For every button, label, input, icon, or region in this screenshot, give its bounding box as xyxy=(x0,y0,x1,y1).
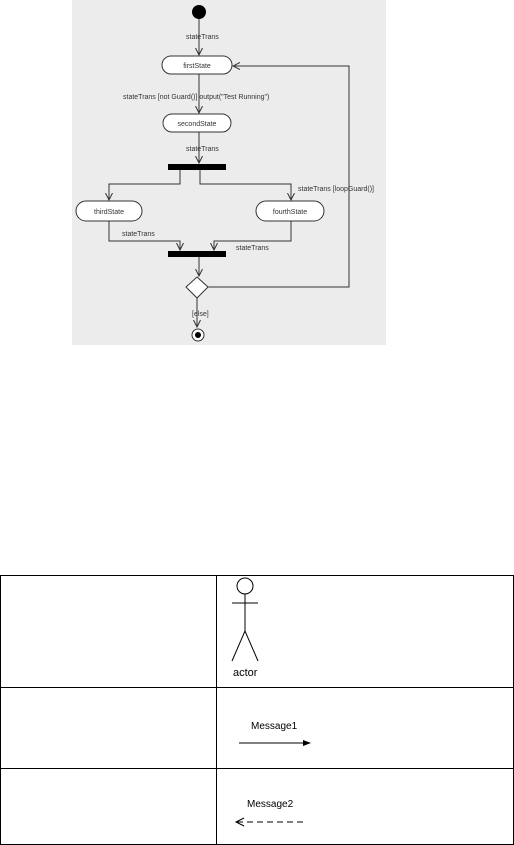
state-second-label: secondState xyxy=(178,121,217,128)
actor-icon xyxy=(231,577,259,662)
legend-cell-empty-1 xyxy=(0,575,217,688)
message2-label: Message2 xyxy=(247,799,294,810)
state-second[interactable] xyxy=(162,113,232,133)
edge-fork-third xyxy=(109,170,181,200)
activity-diagram-panel: stateTrans firstState stateTrans [not Gu… xyxy=(72,0,386,345)
edge-decision-loop-first xyxy=(208,66,350,288)
label-fourth-join: stateTrans xyxy=(236,245,269,252)
label-second-fork: stateTrans xyxy=(186,146,219,153)
final-node-inner xyxy=(195,332,201,338)
legend-row-message2: Message2 xyxy=(0,768,514,845)
solid-arrow-icon xyxy=(239,740,311,746)
legend-row-message1: Message1 xyxy=(0,687,514,769)
label-fork-fourth: stateTrans [loopGuard()] xyxy=(298,186,374,193)
label-third-join: stateTrans xyxy=(122,231,155,238)
message1-label: Message1 xyxy=(251,721,298,732)
edge-fourth-join xyxy=(214,221,292,250)
join-bar xyxy=(168,251,226,257)
legend-cell-message1: Message1 xyxy=(216,687,514,769)
edge-fork-fourth xyxy=(199,170,291,200)
state-fourth-label: fourthState xyxy=(273,209,307,216)
activity-diagram: stateTrans firstState stateTrans [not Gu… xyxy=(75,5,374,342)
legend-cell-actor: actor xyxy=(216,575,514,688)
label-decision-final: [else] xyxy=(192,311,209,318)
legend-cell-message2: Message2 xyxy=(216,768,514,845)
legend-cell-empty-2 xyxy=(0,687,217,769)
dashed-arrow-icon xyxy=(234,817,307,827)
label-first-second: stateTrans [not Guard()] output("Test Ru… xyxy=(123,94,269,101)
initial-node xyxy=(192,5,206,19)
decision-node xyxy=(185,276,209,299)
label-initial-trans: stateTrans xyxy=(186,34,219,41)
fork-bar xyxy=(168,164,226,170)
state-third-label: thirdState xyxy=(94,209,124,216)
state-fourth[interactable] xyxy=(255,200,325,222)
legend-table: actor Message1 Message2 xyxy=(0,575,514,845)
legend-row-actor: actor xyxy=(0,575,514,688)
edge-third-join xyxy=(108,221,180,250)
actor-label: actor xyxy=(233,667,258,679)
legend-cell-empty-3 xyxy=(0,768,217,845)
state-first-label: firstState xyxy=(183,63,211,70)
